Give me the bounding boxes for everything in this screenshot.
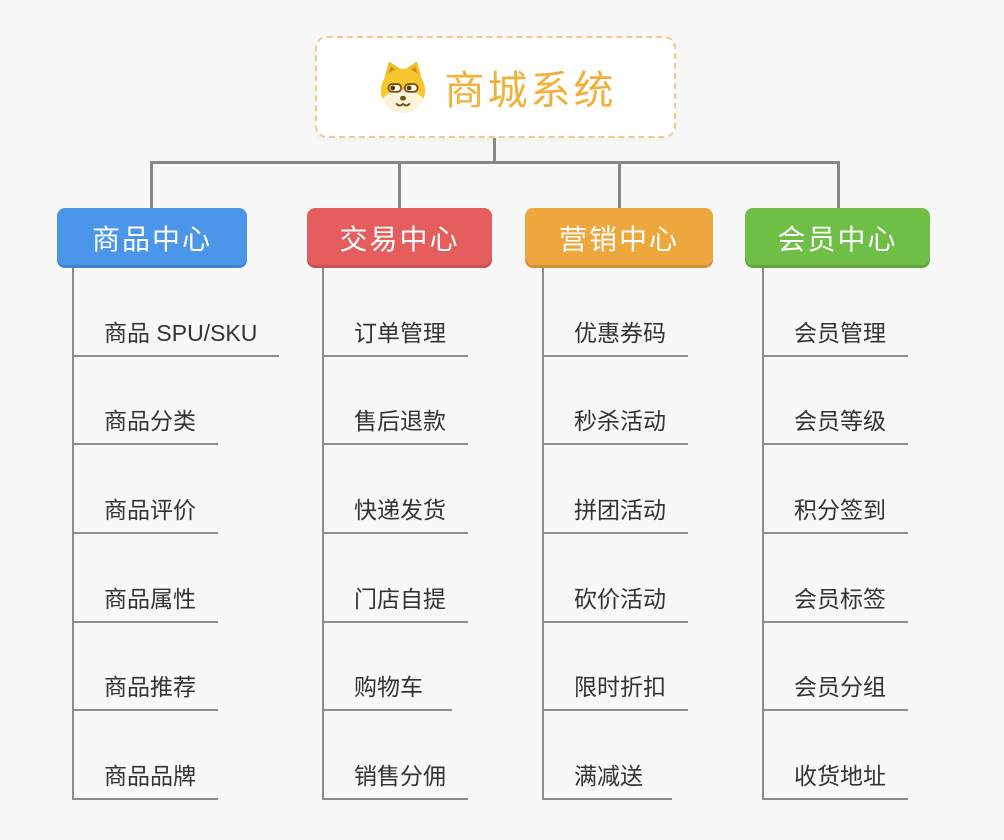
connector-drop-product	[150, 161, 153, 209]
branch-product-center-children: 商品 SPU/SKU 商品分类 商品评价 商品属性 商品推荐 商品品牌	[72, 268, 280, 800]
node-store-pickup[interactable]: 门店自提	[322, 533, 468, 623]
branch-trade-center-children: 订单管理 售后退款 快递发货 门店自提 购物车 销售分佣	[322, 268, 468, 800]
node-product-review[interactable]: 商品评价	[72, 445, 218, 534]
node-order-management[interactable]: 订单管理	[322, 268, 468, 357]
node-express-delivery[interactable]: 快递发货	[322, 445, 468, 534]
connector-bus	[150, 161, 840, 164]
branch-product-center[interactable]: 商品中心	[57, 208, 247, 268]
node-full-reduction[interactable]: 满减送	[542, 711, 672, 800]
branch-marketing-center-children: 优惠券码 秒杀活动 拼团活动 砍价活动 限时折扣 满减送	[542, 268, 688, 800]
node-limited-time-discount[interactable]: 限时折扣	[542, 622, 688, 712]
node-after-sale-refund[interactable]: 售后退款	[322, 356, 468, 446]
node-member-management[interactable]: 会员管理	[762, 268, 908, 357]
node-shipping-address[interactable]: 收货地址	[762, 711, 908, 800]
node-points-checkin[interactable]: 积分签到	[762, 445, 908, 534]
shiba-dog-icon	[375, 59, 431, 115]
node-member-level[interactable]: 会员等级	[762, 356, 908, 446]
root-title: 商城系统	[444, 69, 617, 113]
node-shopping-cart[interactable]: 购物车	[322, 622, 452, 712]
node-product-attribute[interactable]: 商品属性	[72, 533, 218, 623]
connector-drop-member	[837, 161, 840, 209]
node-bargain-activity[interactable]: 砍价活动	[542, 533, 688, 623]
node-product-spu-sku[interactable]: 商品 SPU/SKU	[72, 268, 280, 357]
node-sales-commission[interactable]: 销售分佣	[322, 711, 468, 800]
connector-drop-trade	[398, 161, 401, 209]
node-member-tag[interactable]: 会员标签	[762, 533, 908, 623]
root-node-mall-system[interactable]: 商城系统	[315, 36, 676, 138]
node-product-category[interactable]: 商品分类	[72, 356, 218, 446]
node-flash-sale[interactable]: 秒杀活动	[542, 356, 688, 446]
connector-root-stub	[493, 138, 496, 164]
node-product-brand[interactable]: 商品品牌	[72, 711, 218, 800]
branch-member-center[interactable]: 会员中心	[745, 208, 930, 268]
node-group-buy[interactable]: 拼团活动	[542, 445, 688, 534]
node-member-group[interactable]: 会员分组	[762, 622, 908, 712]
branch-member-center-children: 会员管理 会员等级 积分签到 会员标签 会员分组 收货地址	[762, 268, 908, 800]
node-product-recommend[interactable]: 商品推荐	[72, 622, 218, 712]
node-coupon-code[interactable]: 优惠券码	[542, 268, 688, 357]
branch-trade-center[interactable]: 交易中心	[307, 208, 492, 268]
connector-drop-marketing	[618, 161, 621, 209]
branch-marketing-center[interactable]: 营销中心	[525, 208, 713, 268]
